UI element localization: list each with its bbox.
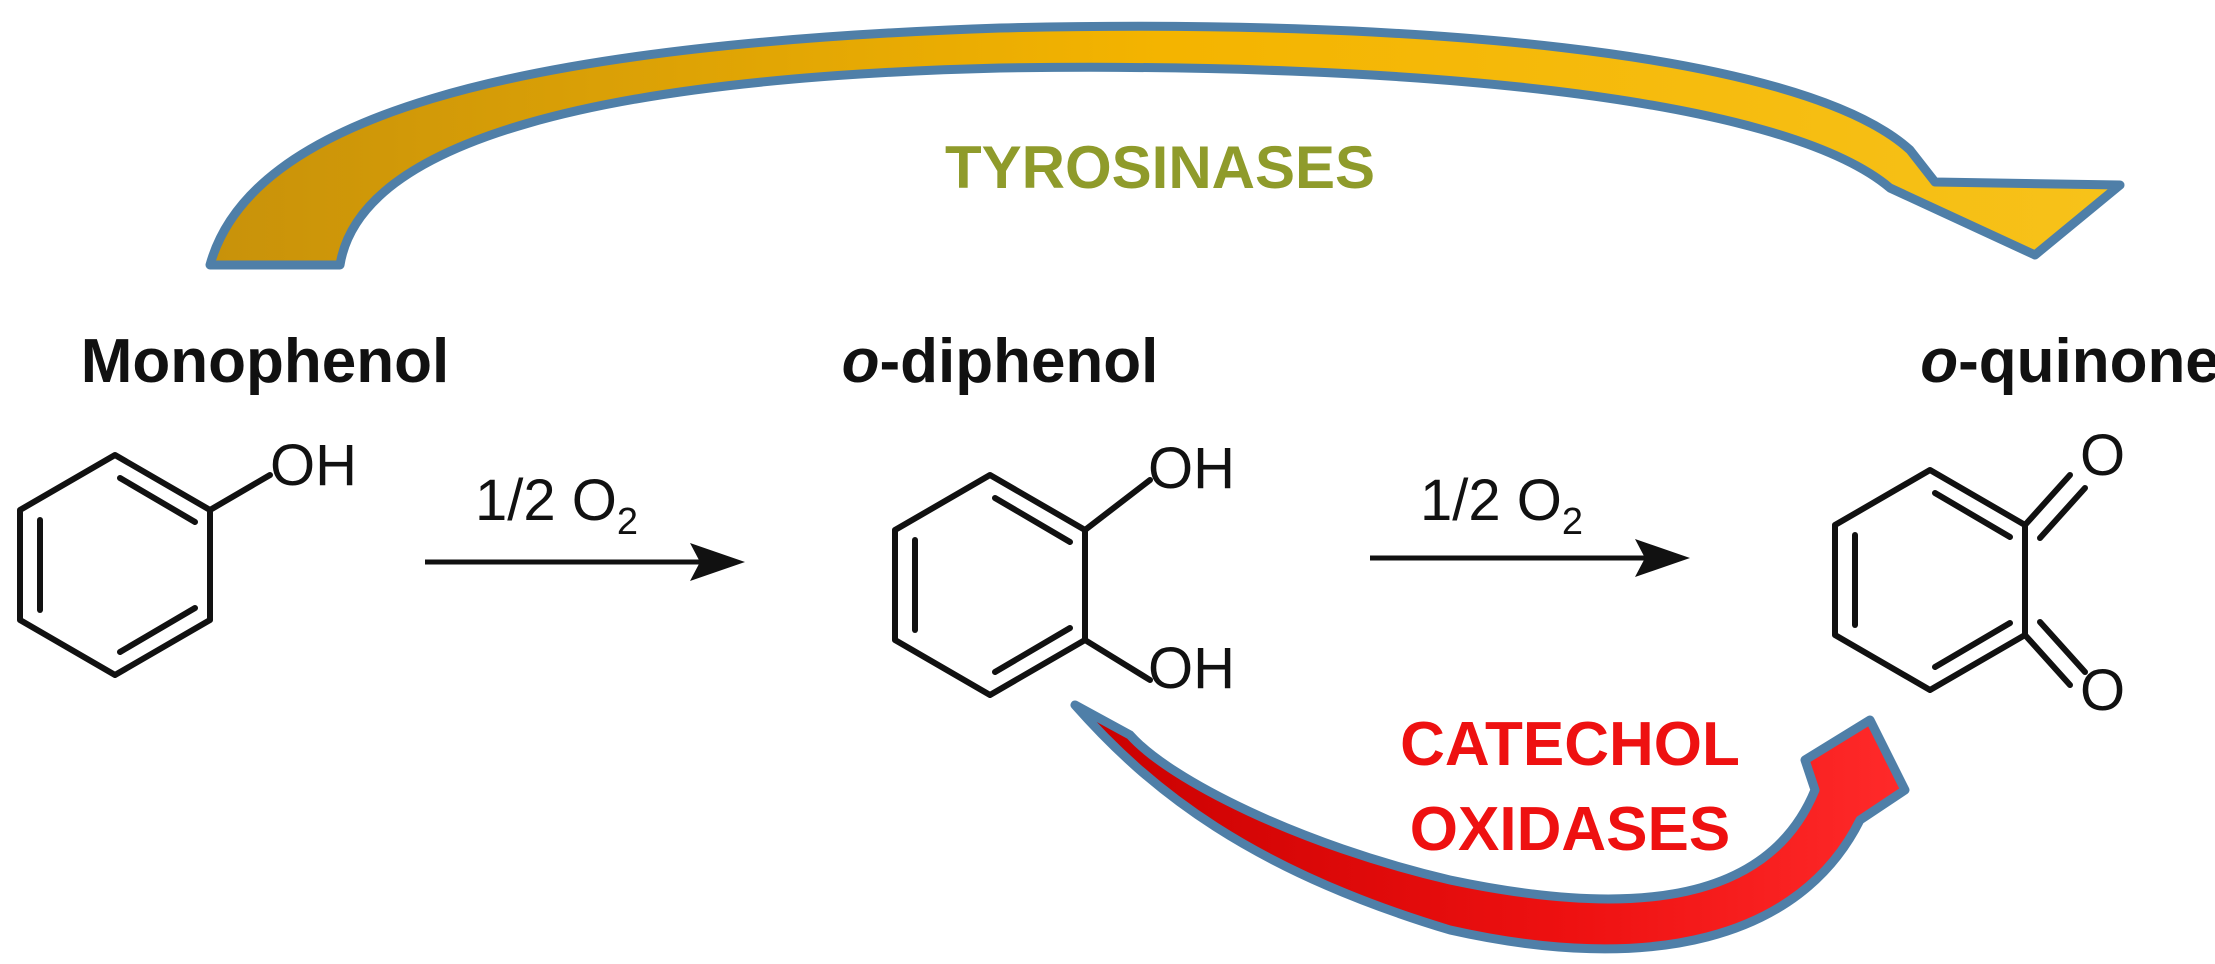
tyrosinases-label: TYROSINASES	[945, 134, 1375, 201]
oxidases-label: OXIDASES	[1410, 795, 1730, 864]
catechol-label: CATECHOL	[1400, 710, 1740, 779]
quinone-o-bottom: O	[2080, 658, 2125, 723]
quinone-o-top: O	[2080, 423, 2125, 488]
reaction-arrow-2: 1/2 O2	[1370, 468, 1690, 577]
monophenol-name: Monophenol	[81, 327, 449, 396]
diphenol-structure: OH OH	[892, 436, 1235, 701]
monophenol-structure: OH	[17, 433, 357, 678]
quinone-structure: O O	[1832, 423, 2125, 723]
quinone-name: o-quinone	[1920, 327, 2215, 396]
step2-reagent: 1/2 O2	[1420, 468, 1583, 543]
reaction-arrow-1: 1/2 O2	[425, 468, 745, 581]
monophenol-oh: OH	[270, 433, 357, 498]
step1-reagent: 1/2 O2	[475, 468, 638, 543]
tyrosinase-arrow	[205, 21, 2125, 270]
catechol-oxidase-arrow	[1070, 700, 1910, 954]
diphenol-oh-bottom: OH	[1148, 636, 1235, 701]
diphenol-name: o-diphenol	[842, 327, 1159, 396]
diphenol-oh-top: OH	[1148, 436, 1235, 501]
